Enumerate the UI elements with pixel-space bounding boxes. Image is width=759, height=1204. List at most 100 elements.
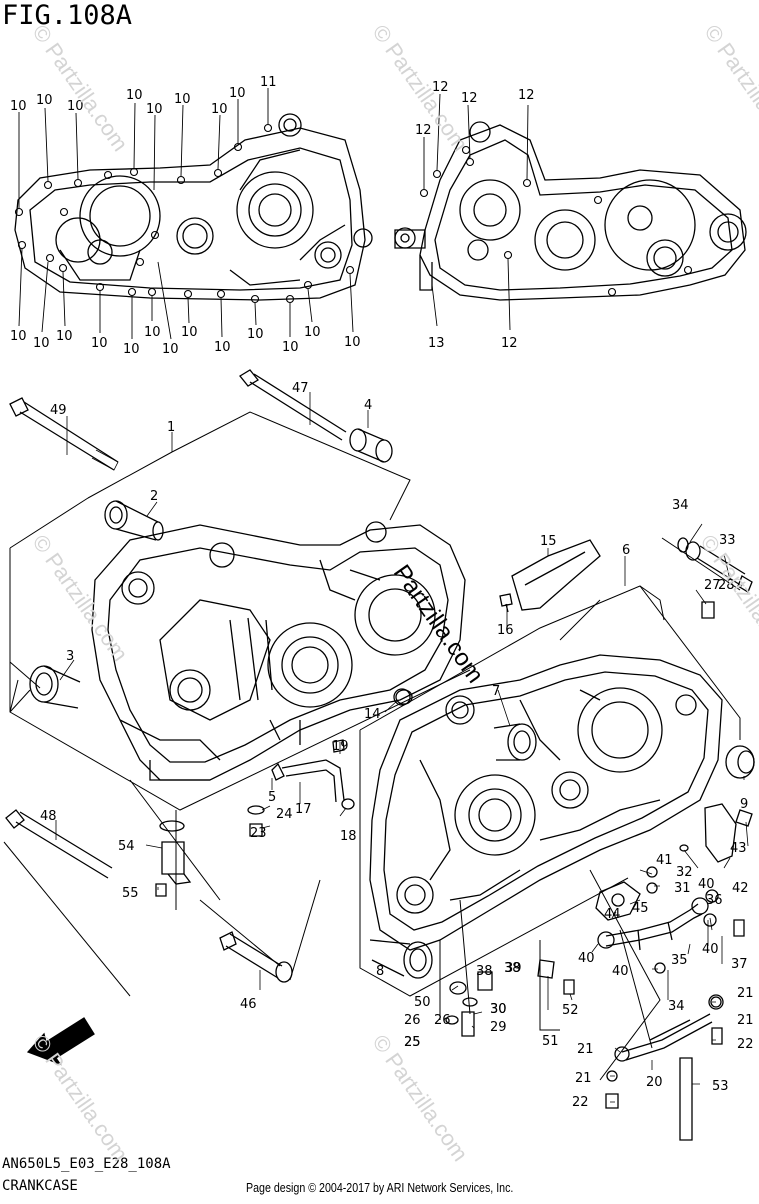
svg-text:22: 22 — [572, 1095, 589, 1110]
svg-text:40: 40 — [698, 877, 715, 892]
svg-text:44: 44 — [604, 907, 621, 922]
pipe-17 — [271, 739, 355, 810]
svg-text:40: 40 — [612, 964, 629, 979]
svg-text:10: 10 — [214, 340, 231, 355]
svg-text:27: 27 — [704, 578, 721, 593]
small-plugs — [445, 809, 753, 1109]
svg-text:26: 26 — [434, 1013, 451, 1028]
svg-text:40: 40 — [578, 951, 595, 966]
svg-text:19: 19 — [332, 739, 349, 754]
svg-text:12: 12 — [432, 80, 449, 95]
svg-text:32: 32 — [676, 865, 693, 880]
svg-text:45: 45 — [632, 901, 649, 916]
svg-text:4: 4 — [364, 398, 372, 413]
svg-text:33: 33 — [719, 533, 736, 548]
top-right-crankcase-half — [394, 93, 747, 331]
svg-text:2: 2 — [150, 489, 158, 504]
svg-text:10: 10 — [181, 325, 198, 340]
svg-text:14: 14 — [364, 707, 381, 722]
svg-text:54: 54 — [118, 839, 135, 854]
o-ring-14 — [395, 689, 413, 705]
svg-text:26: 26 — [404, 1013, 421, 1028]
svg-text:10: 10 — [56, 329, 73, 344]
svg-text:10: 10 — [247, 327, 264, 342]
svg-text:7: 7 — [492, 684, 500, 699]
svg-text:10: 10 — [36, 93, 53, 108]
pump-54 — [155, 820, 192, 897]
svg-text:25: 25 — [404, 1035, 421, 1050]
svg-text:55: 55 — [122, 886, 139, 901]
gasket-44 — [595, 881, 641, 921]
svg-text:52: 52 — [562, 1003, 579, 1018]
svg-text:38: 38 — [476, 964, 493, 979]
svg-text:43: 43 — [730, 841, 747, 856]
cover-15 — [511, 539, 601, 611]
svg-text:23: 23 — [250, 826, 267, 841]
svg-text:21: 21 — [737, 1013, 754, 1028]
svg-text:35: 35 — [671, 953, 688, 968]
callout-labels: 10 10 10 10 10 10 10 10 11 10 10 10 10 1… — [10, 75, 754, 1110]
figure-title: FIG.108A — [2, 0, 133, 31]
page-credit: Page design © 2004-2017 by ARI Network S… — [246, 1180, 514, 1195]
assembly-outlines — [3, 411, 741, 1081]
svg-text:41: 41 — [656, 853, 673, 868]
bearing-7 — [493, 723, 537, 761]
svg-text:12: 12 — [461, 91, 478, 106]
svg-text:10: 10 — [174, 92, 191, 107]
svg-text:12: 12 — [518, 88, 535, 103]
svg-text:10: 10 — [91, 336, 108, 351]
svg-text:36: 36 — [706, 893, 723, 908]
svg-text:42: 42 — [732, 881, 749, 896]
svg-text:13: 13 — [428, 336, 445, 351]
svg-text:25: 25 — [404, 1035, 421, 1050]
svg-text:10: 10 — [10, 99, 27, 114]
crankcase-right-half — [369, 654, 723, 951]
svg-text:40: 40 — [702, 942, 719, 957]
svg-text:10: 10 — [211, 102, 228, 117]
svg-text:18: 18 — [340, 829, 357, 844]
bolt-47 — [239, 369, 347, 441]
crankcase-left-half — [91, 521, 466, 781]
svg-text:50: 50 — [414, 995, 431, 1010]
svg-text:10: 10 — [146, 102, 163, 117]
bolt-16 — [499, 593, 513, 613]
svg-text:46: 46 — [240, 997, 257, 1012]
svg-text:34: 34 — [668, 999, 685, 1014]
bearing-8 — [369, 939, 433, 979]
bolt-33 — [677, 537, 753, 593]
svg-text:8: 8 — [376, 964, 384, 979]
bolt-48 — [5, 809, 113, 879]
svg-text:10: 10 — [229, 86, 246, 101]
svg-text:16: 16 — [497, 623, 514, 638]
bracket-53 — [679, 1057, 693, 1141]
bearing-3 — [29, 665, 81, 709]
svg-text:21: 21 — [737, 986, 754, 1001]
svg-text:10: 10 — [344, 335, 361, 350]
svg-text:12: 12 — [415, 123, 432, 138]
leader-lines — [55, 392, 749, 1103]
bolt-23-24 — [247, 805, 265, 837]
svg-text:53: 53 — [712, 1079, 729, 1094]
svg-text:21: 21 — [577, 1042, 594, 1057]
svg-text:1: 1 — [167, 420, 175, 435]
plug-27 — [701, 601, 715, 619]
svg-text:24: 24 — [276, 807, 293, 822]
svg-text:10: 10 — [33, 336, 50, 351]
cover-42 — [704, 803, 737, 863]
svg-text:5: 5 — [268, 790, 276, 805]
svg-text:10: 10 — [10, 329, 27, 344]
bearing-9 — [725, 745, 755, 779]
bolt-46 — [219, 931, 293, 983]
svg-text:49: 49 — [50, 403, 67, 418]
bearing-2 — [104, 500, 164, 541]
svg-text:30: 30 — [490, 1002, 507, 1017]
svg-text:6: 6 — [622, 543, 630, 558]
svg-text:15: 15 — [540, 534, 557, 549]
svg-text:37: 37 — [731, 957, 748, 972]
svg-text:10: 10 — [304, 325, 321, 340]
oil-pipe-20 — [614, 994, 724, 1062]
svg-text:10: 10 — [282, 340, 299, 355]
figure-name: CRANKCASE — [2, 1178, 78, 1194]
svg-text:38: 38 — [504, 961, 521, 976]
svg-text:47: 47 — [292, 381, 309, 396]
